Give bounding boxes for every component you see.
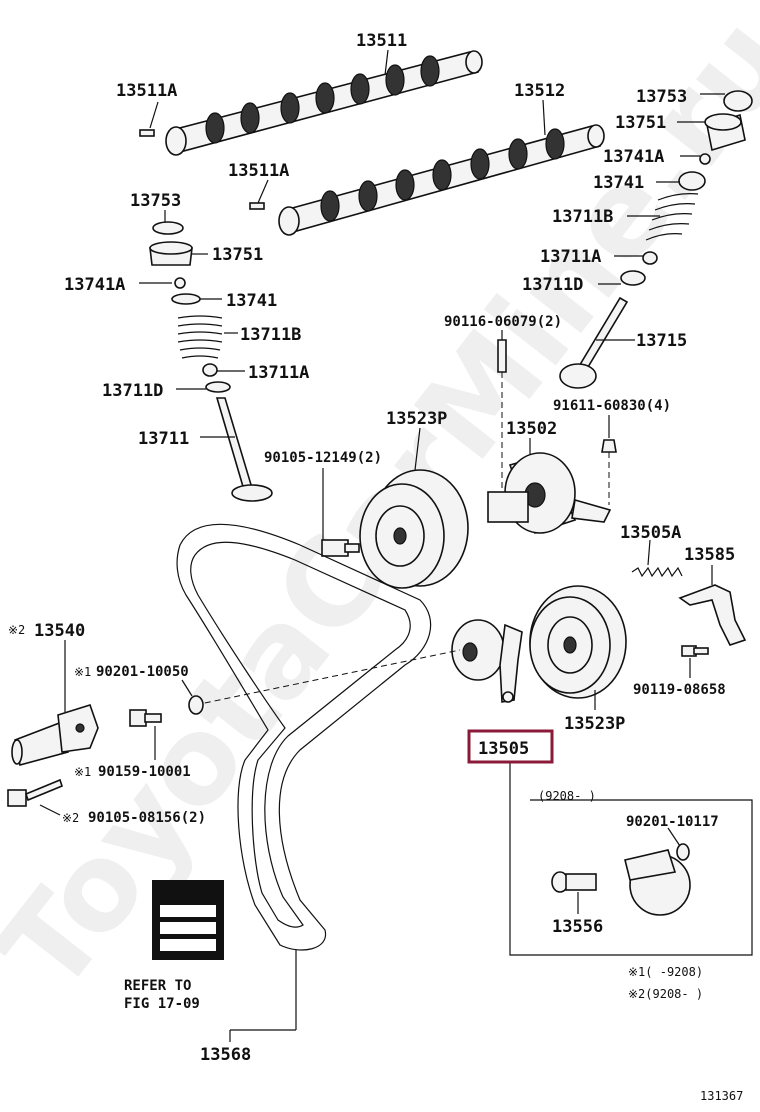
label-13556[interactable]: 13556 (552, 917, 603, 937)
bolt-91611-60830[interactable] (601, 439, 617, 453)
shim-13753-right[interactable] (723, 90, 753, 112)
label-90105-12149[interactable]: 90105-12149(2) (264, 450, 382, 466)
bracket-13585[interactable] (678, 584, 747, 646)
label-90116-06079[interactable]: 90116-06079(2) (444, 314, 562, 330)
label-13741A-left[interactable]: 13741A (64, 275, 125, 295)
label-90201-10117[interactable]: 90201-10117 (626, 814, 719, 830)
label-13741A-right[interactable]: 13741A (603, 147, 664, 167)
footnote-1: ※1( -9208) (628, 965, 703, 979)
seal-13711A-left[interactable] (202, 363, 218, 377)
mark-90159-10001: ※1 (74, 765, 91, 779)
label-13505A[interactable]: 13505A (620, 523, 681, 543)
inset-box-outline (509, 780, 753, 956)
refer-text-line2: FIG 17-09 (124, 996, 200, 1012)
shim-13753-left[interactable] (152, 221, 184, 235)
label-13505[interactable]: 13505 (478, 739, 529, 759)
spring-13505A[interactable] (631, 566, 683, 578)
bolt-13556[interactable] (551, 871, 597, 893)
label-13715[interactable]: 13715 (636, 331, 687, 351)
pin-13511A-lower[interactable] (249, 202, 265, 210)
label-13741-right[interactable]: 13741 (593, 173, 644, 193)
timing-belt-13568[interactable] (176, 523, 432, 951)
spring-13711B-left[interactable] (177, 315, 223, 359)
keeper-13741A-right[interactable] (699, 153, 711, 165)
label-90119-08658[interactable]: 90119-08658 (633, 682, 726, 698)
bolt-90105-08156[interactable] (7, 778, 63, 807)
label-13741-left[interactable]: 13741 (226, 291, 277, 311)
refer-fig-icon (152, 880, 224, 960)
label-13711D-right[interactable]: 13711D (522, 275, 583, 295)
label-13523P-upper[interactable]: 13523P (386, 409, 447, 429)
label-90159-10001[interactable]: 90159-10001 (98, 764, 191, 780)
label-13751-left[interactable]: 13751 (212, 245, 263, 265)
cam-pulley-13523P-upper[interactable] (359, 469, 469, 589)
label-13511[interactable]: 13511 (356, 31, 407, 51)
mark-13540: ※2 (8, 623, 25, 637)
label-13540[interactable]: 13540 (34, 621, 85, 641)
label-91611-60830[interactable]: 91611-60830(4) (553, 398, 671, 414)
tensioner-13505[interactable] (451, 619, 523, 703)
label-13711D-left[interactable]: 13711D (102, 381, 163, 401)
pin-13511A-upper[interactable] (139, 129, 155, 137)
label-13502[interactable]: 13502 (506, 419, 557, 439)
label-13511A-upper[interactable]: 13511A (116, 81, 177, 101)
bolt-90105-12149[interactable] (321, 539, 360, 557)
seat-13711D-left[interactable] (205, 381, 231, 393)
refer-text-line1: REFER TO (124, 978, 191, 994)
keeper-13741A-left[interactable] (174, 277, 186, 289)
label-90105-08156[interactable]: 90105-08156(2) (88, 810, 206, 826)
label-13753-right[interactable]: 13753 (636, 87, 687, 107)
spring-13711B-right[interactable] (645, 193, 699, 241)
label-13585[interactable]: 13585 (684, 545, 735, 565)
label-13512[interactable]: 13512 (514, 81, 565, 101)
inset-range-label: (9208- ) (538, 789, 596, 803)
label-13753-left[interactable]: 13753 (130, 191, 181, 211)
cam-pulley-13523P-lower[interactable] (529, 585, 627, 699)
bolt-90159-10001[interactable] (129, 709, 162, 727)
label-13523P-lower[interactable]: 13523P (564, 714, 625, 734)
label-13568[interactable]: 13568 (200, 1045, 251, 1065)
idler-pulley-13502[interactable] (487, 452, 612, 534)
camshaft-13511[interactable] (165, 50, 483, 156)
valve-13711[interactable] (215, 397, 254, 491)
bolt-90119-08658[interactable] (681, 645, 709, 657)
mark-90105-08156: ※2 (62, 811, 79, 825)
label-13711A-left[interactable]: 13711A (248, 363, 309, 383)
label-13711B-left[interactable]: 13711B (240, 325, 301, 345)
stud-90116-06079[interactable] (497, 339, 507, 373)
retainer-13741-right[interactable] (678, 171, 706, 191)
label-13711B-right[interactable]: 13711B (552, 207, 613, 227)
label-13751-right[interactable]: 13751 (615, 113, 666, 133)
callout-labels: 13511 13511A 13512 13511A 13753 13751 13… (8, 31, 743, 1103)
retainer-13741-left[interactable] (171, 293, 201, 305)
mark-90201-10050: ※1 (74, 665, 91, 679)
label-13711[interactable]: 13711 (138, 429, 189, 449)
washer-90201-10050[interactable] (188, 695, 204, 715)
label-13711A-right[interactable]: 13711A (540, 247, 601, 267)
cam-position-sensor-13540[interactable] (11, 704, 99, 766)
footnote-2: ※2(9208- ) (628, 987, 703, 1001)
camshaft-13512[interactable] (278, 124, 605, 236)
leader-lines (39, 49, 725, 1042)
tensioner-13505-late[interactable] (624, 849, 691, 916)
seat-13711D-right[interactable] (620, 270, 646, 286)
label-13511A-lower[interactable]: 13511A (228, 161, 289, 181)
washer-90201-10117[interactable] (676, 843, 690, 861)
highlight-13505[interactable] (467, 729, 554, 764)
figure-number: 131367 (700, 1089, 743, 1103)
label-90201-10050[interactable]: 90201-10050 (96, 664, 189, 680)
seal-13711A-right[interactable] (642, 251, 658, 265)
